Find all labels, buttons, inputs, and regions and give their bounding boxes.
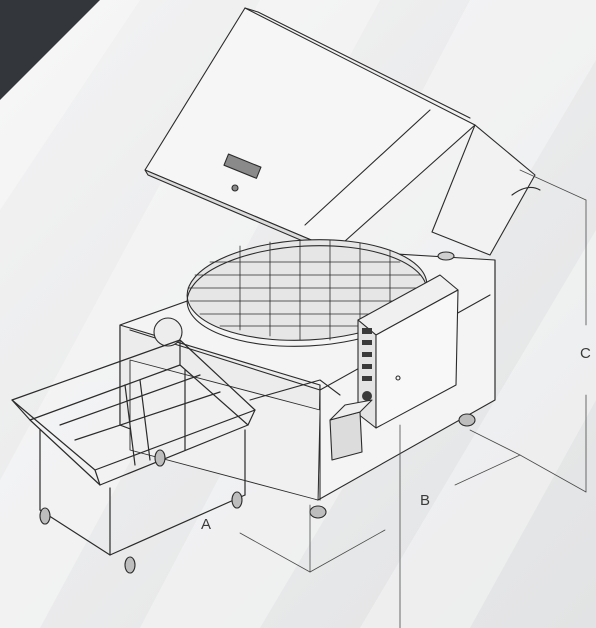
control-box [357, 274, 459, 429]
lid-flap [431, 124, 541, 256]
drain-hole [153, 317, 183, 347]
dimension-c-label: C [580, 345, 591, 362]
dimension-lines [239, 169, 587, 628]
dimension-b-label: B [420, 492, 431, 509]
lid [144, 7, 476, 257]
side-panel [129, 359, 341, 501]
corner-badge [0, 0, 100, 100]
wheels [39, 413, 476, 574]
dimension-a-label: A [201, 516, 212, 533]
pump-unit [329, 399, 373, 461]
lid-handle[interactable] [223, 153, 262, 192]
loading-trolley [11, 339, 256, 556]
control-panel-buttons[interactable] [362, 328, 372, 401]
